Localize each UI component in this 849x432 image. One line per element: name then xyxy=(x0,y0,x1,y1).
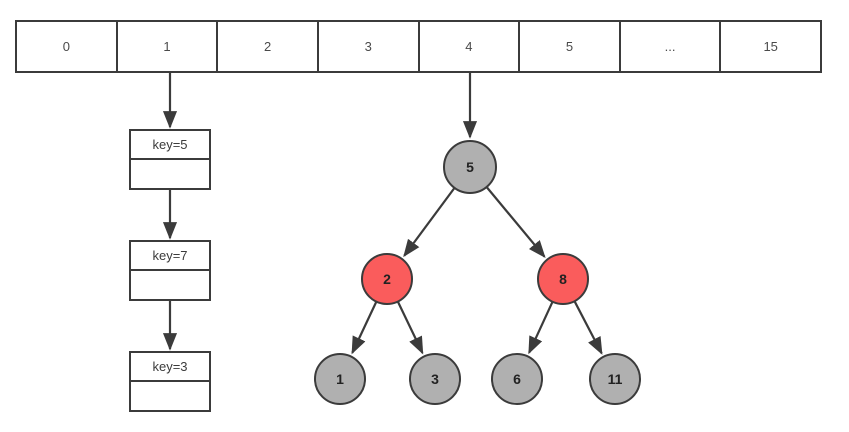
tree-node-1[interactable]: 1 xyxy=(314,353,366,405)
array-cell-5[interactable]: 5 xyxy=(520,22,621,71)
linked-list-node-1-value xyxy=(131,271,209,300)
edge-2-to-1 xyxy=(351,301,378,355)
linked-list-node-0-value xyxy=(131,160,209,189)
array-cell-1[interactable]: 1 xyxy=(117,22,219,71)
array-cell-0[interactable]: 0 xyxy=(17,22,118,71)
tree-node-3[interactable]: 3 xyxy=(409,353,461,405)
array-cell-dotsdotsdots[interactable]: ... xyxy=(620,22,722,71)
linked-list-node-2-value xyxy=(131,382,209,411)
array-cell-3[interactable]: 3 xyxy=(318,22,420,71)
tree-node-8[interactable]: 8 xyxy=(537,253,589,305)
edge-2-to-3 xyxy=(396,301,424,355)
edge-5-to-2 xyxy=(403,187,456,258)
array-cell-15[interactable]: 15 xyxy=(721,22,820,71)
tree-node-11[interactable]: 11 xyxy=(589,353,641,405)
edge-8-to-6 xyxy=(528,301,554,355)
edge-5-to-8 xyxy=(485,186,546,259)
linked-list-node-2: key=3 xyxy=(129,351,211,412)
tree-node-2[interactable]: 2 xyxy=(361,253,413,305)
linked-list-node-0: key=5 xyxy=(129,129,211,190)
linked-list-node-0-key: key=5 xyxy=(131,131,209,160)
tree-node-5[interactable]: 5 xyxy=(443,140,497,194)
linked-list-node-1: key=7 xyxy=(129,240,211,301)
edge-8-to-11 xyxy=(573,300,603,355)
linked-list-node-1-key: key=7 xyxy=(131,242,209,271)
tree-node-6[interactable]: 6 xyxy=(491,353,543,405)
linked-list-node-2-key: key=3 xyxy=(131,353,209,382)
array-cell-2[interactable]: 2 xyxy=(218,22,319,71)
array-cell-4[interactable]: 4 xyxy=(419,22,521,71)
